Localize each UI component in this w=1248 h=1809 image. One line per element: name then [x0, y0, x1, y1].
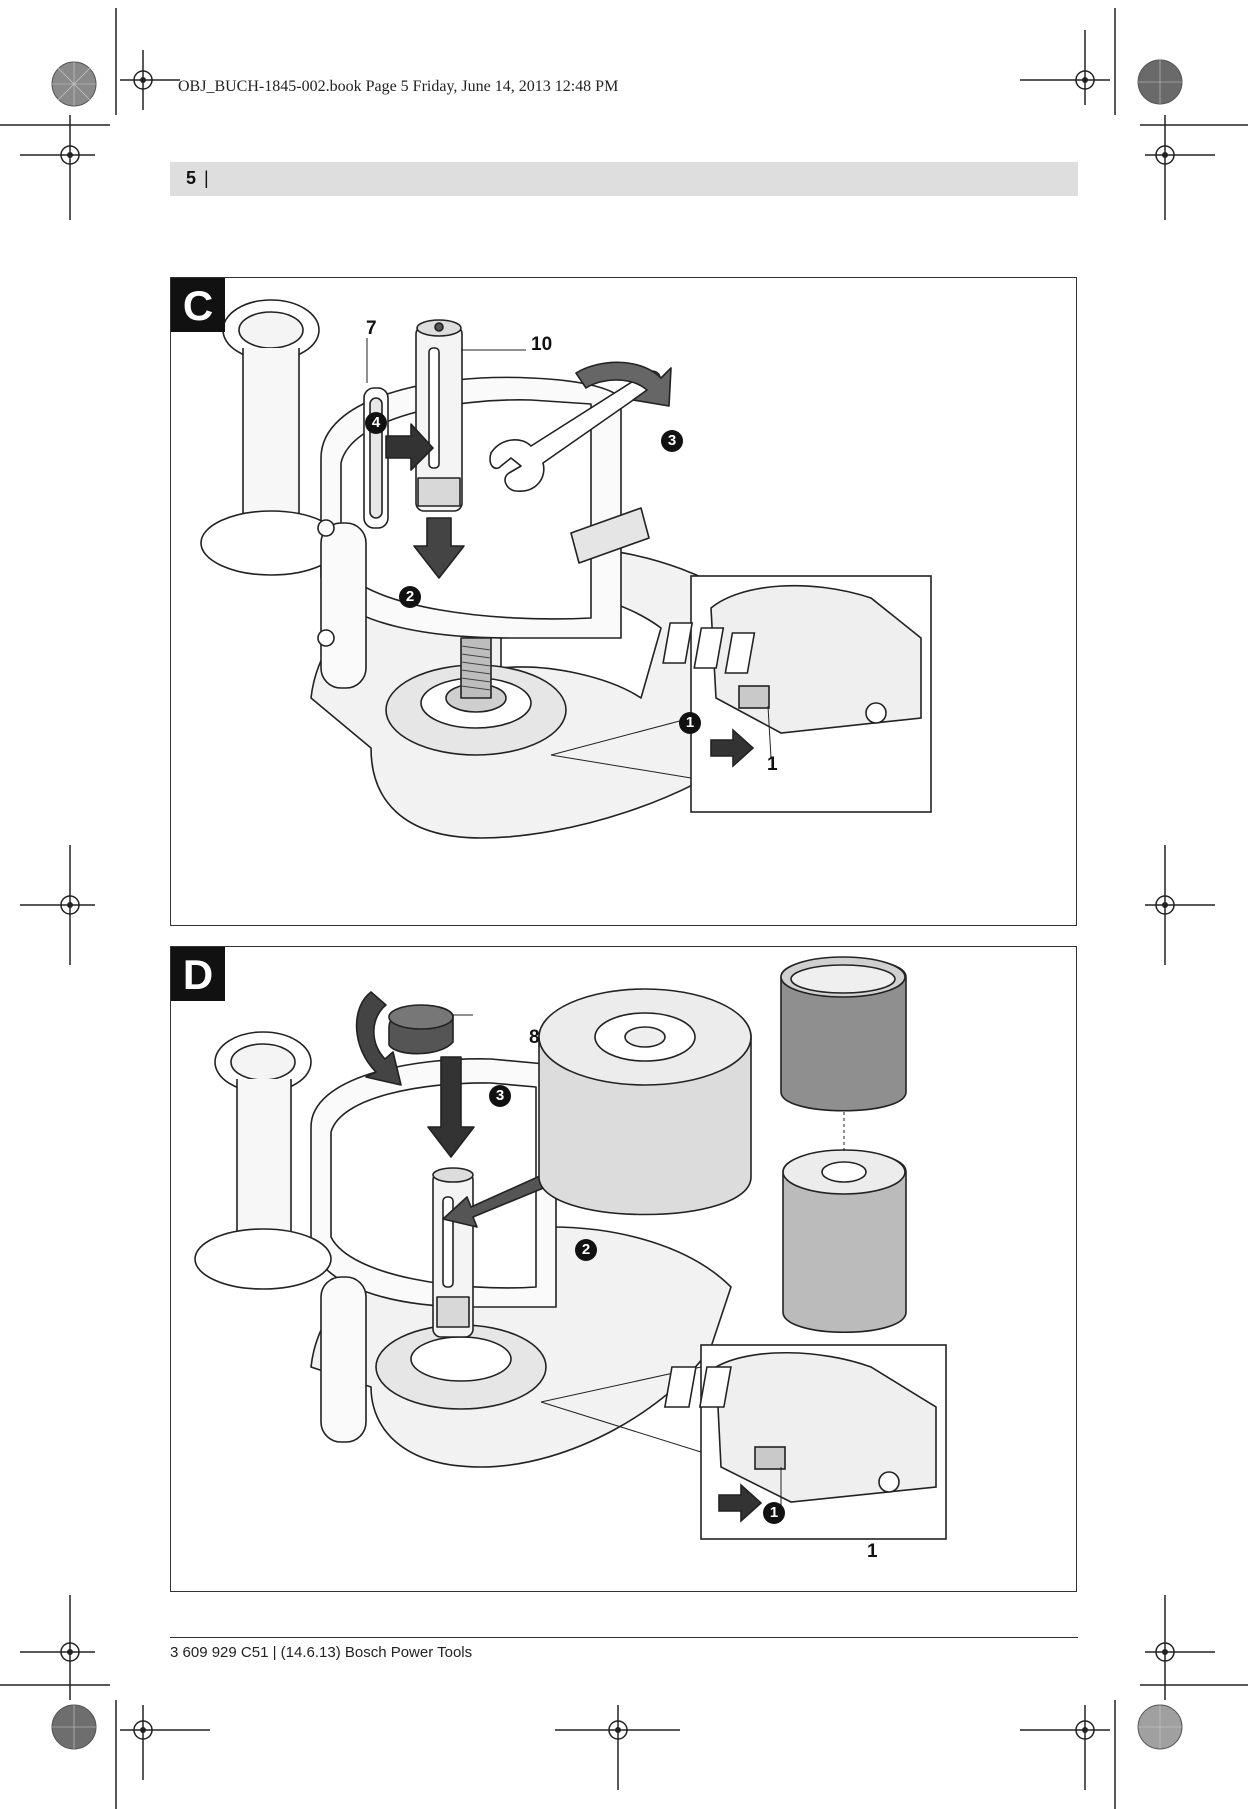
- roller-lever: [320, 1276, 367, 1443]
- down-arrow: [413, 517, 465, 579]
- label-part-1: 1: [767, 754, 778, 775]
- label-part-10: 10: [531, 334, 553, 355]
- spindle-lock-button: [754, 1446, 786, 1470]
- footer-rule: [170, 1637, 1078, 1638]
- roller-lever: [320, 522, 367, 689]
- step-marker-1: 1: [679, 712, 701, 734]
- panel-d-illustration: [194, 956, 947, 1540]
- spindle-lock-button: [738, 685, 770, 709]
- print-header: OBJ_BUCH-1845-002.book Page 5 Friday, Ju…: [178, 78, 619, 95]
- rotation-arrow: [355, 991, 402, 1086]
- step-marker-4: 4: [365, 412, 387, 434]
- step-marker-2: 2: [575, 1239, 597, 1261]
- label-part-1: 1: [867, 1541, 878, 1562]
- panel-d-letter: D: [171, 947, 225, 1001]
- figure-panel-c: 7 10 1 1 2 3 4 C: [170, 277, 1077, 926]
- label-part-8: 8: [529, 1027, 540, 1048]
- rotation-arrow: [575, 361, 672, 407]
- page-number: 5: [186, 168, 197, 188]
- panel-c-letter: C: [171, 278, 225, 332]
- page-number-separator: |: [204, 168, 209, 188]
- step-marker-1: 1: [763, 1502, 785, 1524]
- figure-panel-d: 8 1 1 2 3 D: [170, 946, 1077, 1592]
- label-part-7: 7: [366, 318, 377, 339]
- footer-text: 3 609 929 C51 | (14.6.13) Bosch Power To…: [170, 1644, 473, 1661]
- step-marker-2: 2: [399, 586, 421, 608]
- step-marker-3: 3: [661, 430, 683, 452]
- insert-arrow: [385, 423, 434, 471]
- open-end-wrench: [489, 370, 661, 492]
- down-arrow: [427, 1056, 475, 1158]
- step-marker-3: 3: [489, 1085, 511, 1107]
- page-header-band: [170, 162, 1078, 196]
- panel-c-illustration: [200, 299, 932, 839]
